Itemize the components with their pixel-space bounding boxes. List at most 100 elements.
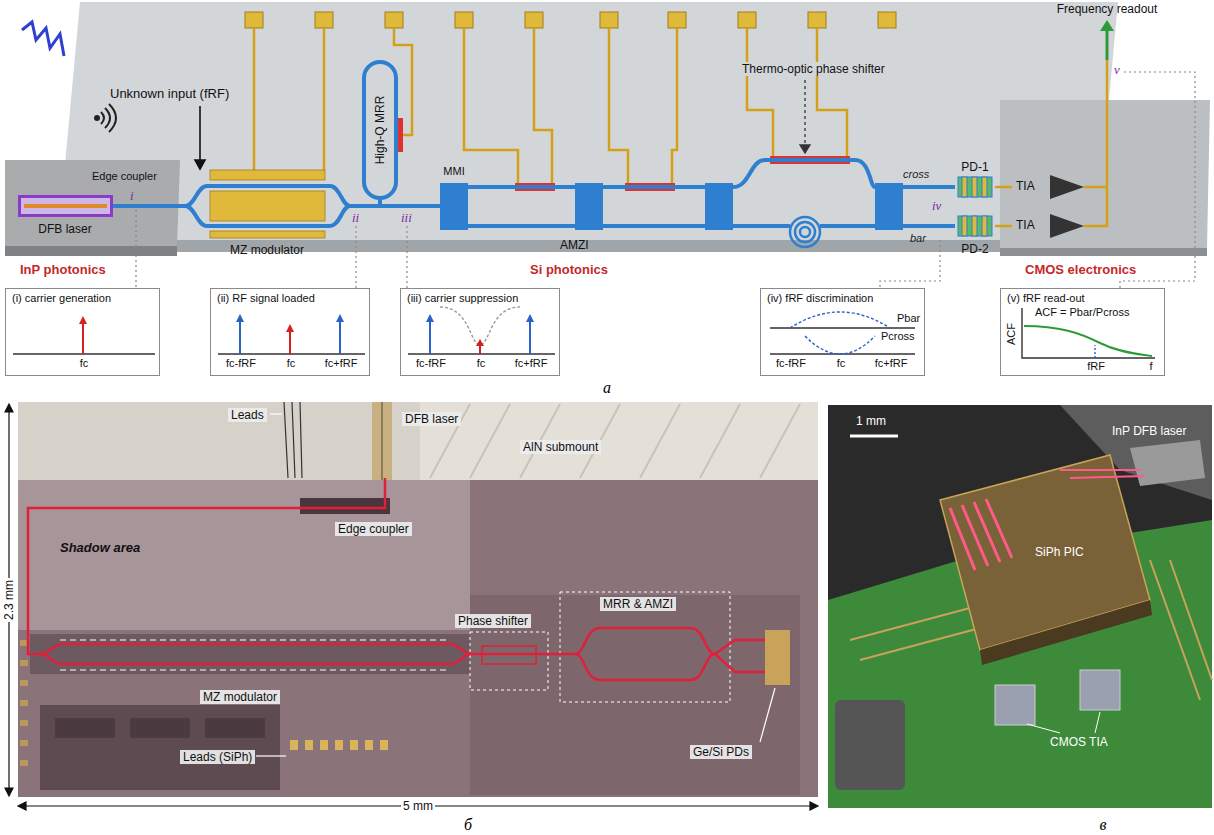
amzi-lattice: [420, 160, 925, 226]
amzi-lattice: [903, 185, 925, 189]
inset-spectra: [236, 314, 244, 322]
node-text: fc-fRF: [416, 357, 446, 370]
inset-spectra: [476, 339, 484, 346]
spiral-delay: [790, 217, 820, 247]
chip-micrograph: [20, 720, 28, 726]
readout-arrow: [1106, 30, 1109, 60]
package-photo: [980, 600, 1152, 665]
chip-micrograph: [470, 632, 548, 690]
label-text: а: [603, 378, 611, 397]
chip-micrograph: [20, 760, 28, 766]
photodiodes: [958, 216, 992, 236]
tia-symbols: [1050, 175, 1084, 199]
leader-lines: [136, 72, 1195, 288]
node-text: (ii) RF signal loaded: [217, 292, 315, 305]
mmi-couplers: [875, 183, 903, 230]
chip-micrograph: [20, 700, 28, 706]
label-text: Leads (SiPh): [180, 750, 255, 764]
micrograph-leaders: [256, 414, 775, 756]
node-text: High-Q MRR: [373, 96, 387, 165]
mmi-couplers: [575, 183, 603, 230]
bond-pads: [455, 12, 473, 28]
label-text: Unknown input (fRF): [110, 86, 229, 102]
label-text: v: [1114, 62, 1120, 78]
chip-micrograph: [20, 660, 28, 666]
package-photo: [1027, 712, 1100, 733]
leader-lines: [135, 210, 136, 288]
heaters: [398, 118, 403, 152]
metal-wires: [323, 28, 326, 170]
wireless-icon: [109, 104, 116, 132]
input-arrow: [199, 106, 201, 162]
node-text: (i) carrier generation: [12, 292, 111, 305]
label-text: Leads: [228, 408, 267, 422]
chip-micrograph: [350, 740, 358, 750]
label-text: DFB laser: [402, 412, 461, 426]
label-text: AlN submount: [520, 440, 601, 454]
label-text: InP photonics: [20, 262, 106, 278]
waveguide-connector: [995, 225, 1012, 228]
package-photo: [1130, 440, 1205, 486]
mmi-couplers: [440, 183, 903, 230]
waveguide-connector: [925, 185, 955, 189]
metal-wires: [817, 28, 847, 156]
tia-symbols: [1050, 214, 1084, 238]
photodiodes: [982, 177, 987, 197]
node-text: fc: [287, 357, 296, 370]
chip-micrograph: [18, 480, 818, 797]
bond-pads: [878, 12, 896, 28]
bond-pads: [245, 12, 896, 28]
label-text: iv: [932, 198, 941, 214]
label-text: MMI: [443, 165, 464, 178]
waveguide-connector: [925, 224, 955, 228]
label-text: iii: [401, 210, 412, 226]
label-text: Thermo-optic phase shifter: [740, 62, 887, 76]
amzi-lattice: [603, 185, 705, 189]
dimension-arrows: [18, 802, 26, 810]
node-text: fc-fRF: [226, 357, 256, 370]
node-text: fc+fRF: [875, 357, 908, 370]
node-text: PD-1: [961, 160, 988, 174]
laser-chip: [24, 204, 107, 208]
wireless-icon: [101, 112, 104, 124]
micrograph-leaders: [256, 755, 286, 756]
mz-waveguides: [185, 206, 350, 226]
label-text: bar: [910, 232, 926, 245]
chip-micrograph: [205, 718, 265, 738]
bond-pads: [315, 12, 333, 28]
label-text: в: [1100, 815, 1107, 834]
chip-micrograph: [18, 402, 818, 797]
label-text: Shadow area: [60, 540, 140, 556]
inset-spectra: [289, 330, 291, 354]
mmi-couplers: [440, 183, 468, 230]
input-arrow: [195, 160, 205, 169]
label-text: Si photonics: [530, 262, 608, 278]
label-text: Ge/Si PDs: [690, 745, 752, 759]
inset-box: (v) fRF read-outACF = Pbar/PcrossACFffRF: [1000, 288, 1165, 376]
photodiode-node: PD-2: [955, 212, 995, 260]
chip-micrograph: [20, 740, 28, 746]
amzi-lattice: [733, 160, 875, 187]
cmos-platform: [1000, 100, 1210, 256]
chip-micrograph: [381, 402, 383, 480]
heaters: [398, 118, 850, 191]
bond-pads: [245, 12, 263, 28]
amzi-lattice: [820, 224, 875, 228]
package-photo: [1060, 470, 1145, 478]
inset-spectra: [1094, 345, 1095, 358]
inset-box: (i) carrier generationfc: [5, 288, 160, 376]
inset-spectra: [13, 307, 1155, 358]
node-text: Pbar: [897, 312, 920, 325]
label-text: MRR & AMZI: [600, 597, 676, 611]
metal-wires: [534, 28, 552, 183]
tia-symbols: [1050, 175, 1084, 238]
leader-lines: [880, 240, 940, 288]
chip-micrograph: [30, 634, 475, 674]
label-text: 2.3 mm: [2, 578, 16, 622]
photodiodes: [962, 177, 967, 197]
label-text: б: [464, 815, 472, 834]
inset-spectra: [440, 307, 520, 345]
mz-electrodes: [210, 170, 325, 180]
